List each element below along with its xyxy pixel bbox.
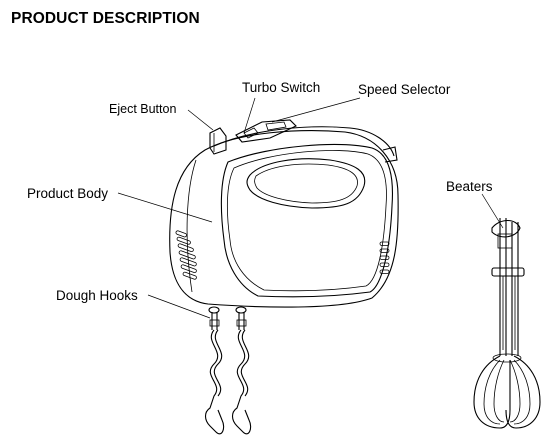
beaters-illustration	[473, 218, 541, 429]
page-title: PRODUCT DESCRIPTION	[11, 10, 200, 27]
label-beaters: Beaters	[446, 179, 493, 194]
label-product-body: Product Body	[27, 186, 108, 201]
leader-lines	[117, 97, 504, 319]
mixer-illustration	[169, 119, 399, 435]
label-turbo-switch: Turbo Switch	[242, 80, 320, 95]
label-eject-button: Eject Button	[109, 102, 176, 116]
label-speed-selector: Speed Selector	[358, 82, 451, 97]
label-dough-hooks: Dough Hooks	[56, 288, 138, 303]
dough-hooks-illustration	[204, 312, 252, 435]
vent-slots-left	[175, 230, 197, 280]
vent-slots-right	[379, 241, 390, 274]
